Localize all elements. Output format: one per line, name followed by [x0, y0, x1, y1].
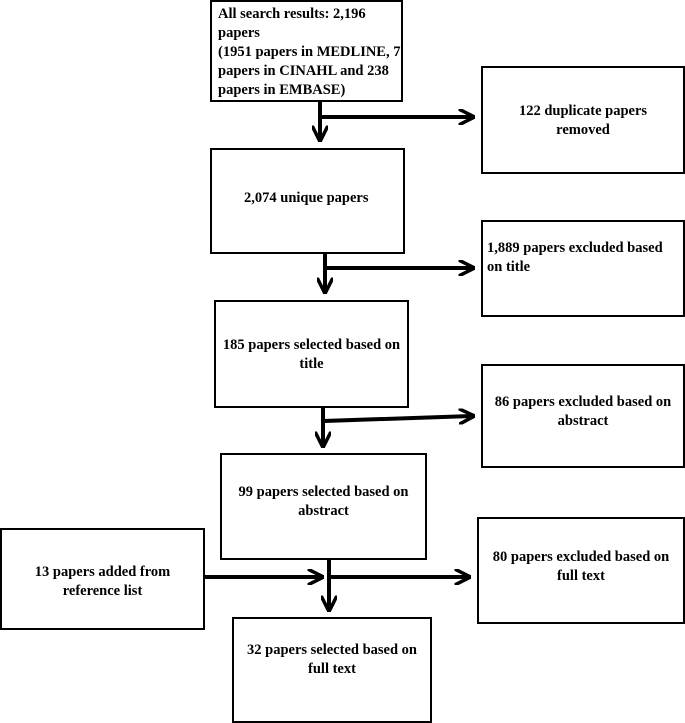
- all-results-text: All search results: 2,196 papers (1951 p…: [218, 6, 401, 98]
- duplicates-text: 122 duplicate papers removed: [518, 103, 648, 138]
- excluded-title-box: 1,889 papers excluded based on title: [481, 220, 685, 317]
- selected-fulltext-box: 32 papers selected based on full text: [232, 617, 432, 723]
- selected-abstract-text: 99 papers selected based on abstract: [238, 484, 409, 519]
- added-reference-box: 13 papers added from reference list: [0, 528, 205, 630]
- added-reference-text: 13 papers added from reference list: [34, 564, 171, 599]
- unique-papers-box: 2,074 unique papers: [210, 148, 405, 254]
- excluded-fulltext-text: 80 papers excluded based on full text: [492, 549, 670, 584]
- duplicates-box: 122 duplicate papers removed: [481, 66, 685, 174]
- excluded-title-text: 1,889 papers excluded based on title: [487, 240, 663, 275]
- selected-title-text: 185 papers selected based on title: [222, 337, 401, 372]
- excluded-fulltext-box: 80 papers excluded based on full text: [477, 517, 685, 624]
- arrow-to-excluded-abstract: [320, 416, 476, 421]
- selected-abstract-box: 99 papers selected based on abstract: [220, 453, 427, 560]
- excluded-abstract-text: 86 papers excluded based on abstract: [494, 394, 672, 429]
- selected-fulltext-text: 32 papers selected based on full text: [247, 642, 417, 677]
- selected-title-box: 185 papers selected based on title: [214, 300, 409, 408]
- excluded-abstract-box: 86 papers excluded based on abstract: [481, 364, 685, 468]
- all-results-box: All search results: 2,196 papers (1951 p…: [210, 0, 403, 102]
- unique-papers-text: 2,074 unique papers: [244, 190, 369, 206]
